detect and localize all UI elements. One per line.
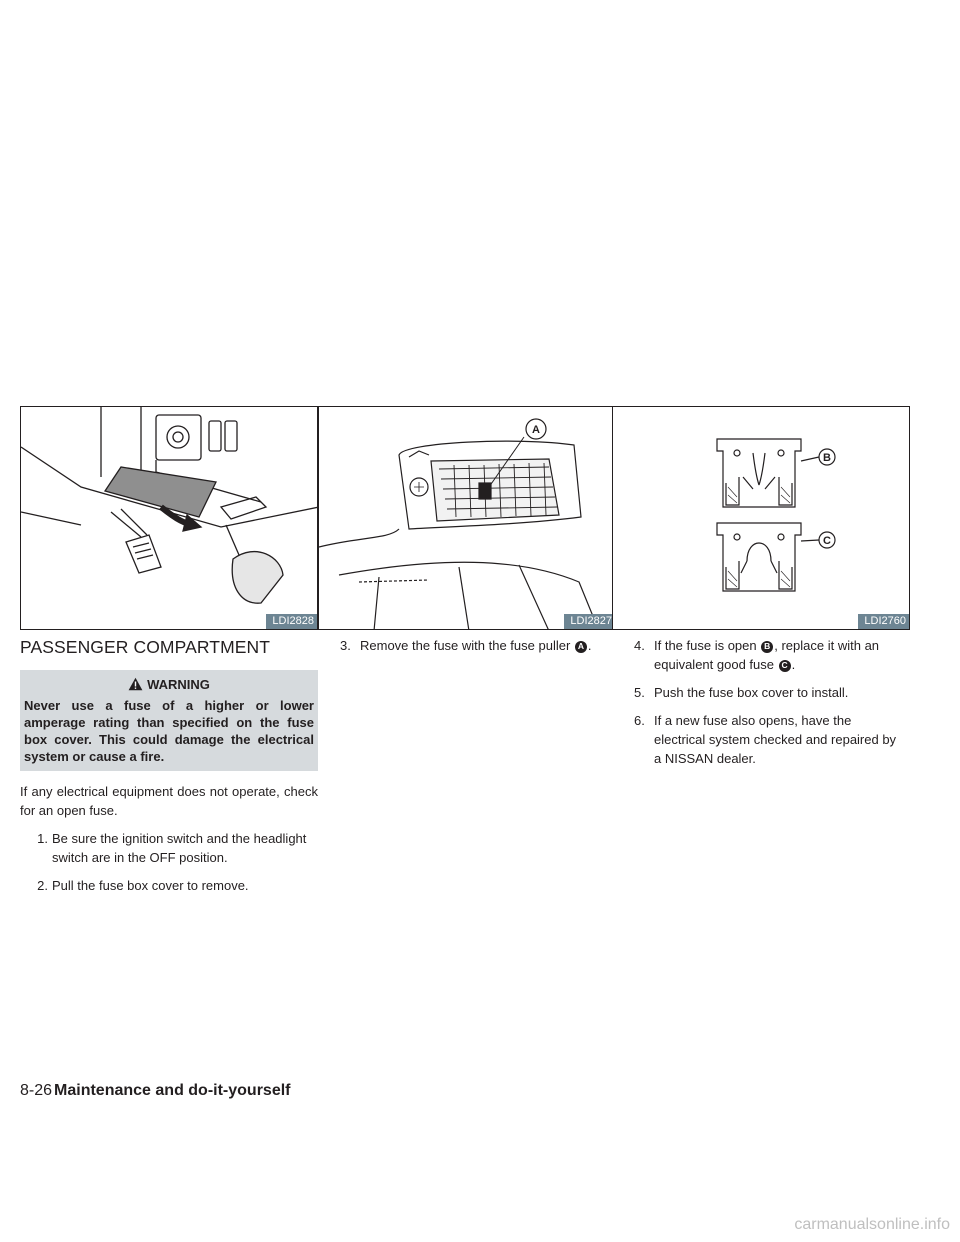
marker-a: A	[574, 640, 587, 653]
callout-c-label: C	[823, 535, 831, 547]
warning-triangle-icon	[128, 677, 143, 691]
step-2: 2. Pull the fuse box cover to remove.	[20, 876, 318, 895]
step-text: If the fuse is open B, replace it with a…	[654, 636, 906, 674]
step-text: Push the fuse box cover to install.	[654, 685, 849, 700]
warning-label: WARNING	[147, 676, 210, 692]
step-number: 3.	[340, 638, 351, 653]
step-text-part: If the fuse is open	[654, 638, 757, 653]
step-5: 5. Push the fuse box cover to install.	[634, 683, 906, 702]
step-text: Pull the fuse box cover to remove.	[52, 878, 249, 893]
figure-fuse-comparison: B C LDI2760	[612, 406, 910, 630]
callout-b-label: B	[823, 452, 831, 464]
figure-code: LDI2760	[858, 614, 909, 629]
step-3: 3. Remove the fuse with the fuse puller …	[340, 636, 612, 655]
fuse-puller-illustration: A	[319, 418, 599, 629]
step-text-part: Remove the fuse with the fuse puller	[360, 638, 571, 653]
figure-fuse-puller: A LDI2827	[318, 406, 616, 630]
figure-code: LDI2828	[266, 614, 317, 629]
step-text: If a new fuse also opens, have the elect…	[654, 713, 897, 766]
step-1: 1. Be sure the ignition switch and the h…	[20, 829, 318, 867]
marker-b: B	[761, 640, 774, 653]
column-right: 4. If the fuse is open B, replace it wit…	[634, 636, 906, 777]
step-number: 6.	[634, 713, 645, 728]
section-title: PASSENGER COMPARTMENT	[20, 637, 271, 657]
column-middle: 3. Remove the fuse with the fuse puller …	[340, 636, 612, 664]
step-text: Remove the fuse with the fuse puller A.	[360, 636, 612, 655]
fuse-comparison-illustration: B C	[716, 438, 836, 592]
watermark: carmanualsonline.info	[794, 1216, 950, 1233]
step-text-part: .	[791, 657, 796, 672]
intro-text: If any electrical equipment does not ope…	[20, 784, 318, 818]
step-number: 1.	[37, 831, 48, 846]
step-number: 4.	[634, 638, 645, 653]
figure-code: LDI2827	[564, 614, 615, 629]
step-text: Be sure the ignition switch and the head…	[52, 831, 307, 865]
column-left: PASSENGER COMPARTMENT WARNING Never use …	[20, 636, 318, 904]
chapter-title: Maintenance and do-it-yourself	[54, 1082, 291, 1099]
page-number: 8-26	[20, 1082, 53, 1099]
step-text-part: .	[587, 638, 592, 653]
figure-fuse-box-cover: LDI2828	[20, 406, 318, 630]
callout-a-label: A	[532, 424, 540, 436]
step-6: 6. If a new fuse also opens, have the el…	[634, 711, 906, 768]
marker-c: C	[778, 659, 791, 672]
step-text-part: , replace it with an equivalent good fus…	[654, 638, 880, 672]
warning-box: WARNING Never use a fuse of a higher or …	[20, 670, 318, 771]
fuse-box-cover-illustration	[21, 407, 317, 604]
warning-header: WARNING	[24, 674, 314, 694]
step-number: 2.	[37, 878, 48, 893]
warning-text: Never use a fuse of a higher or lower am…	[24, 698, 314, 764]
step-number: 5.	[634, 685, 645, 700]
step-4: 4. If the fuse is open B, replace it wit…	[634, 636, 906, 674]
